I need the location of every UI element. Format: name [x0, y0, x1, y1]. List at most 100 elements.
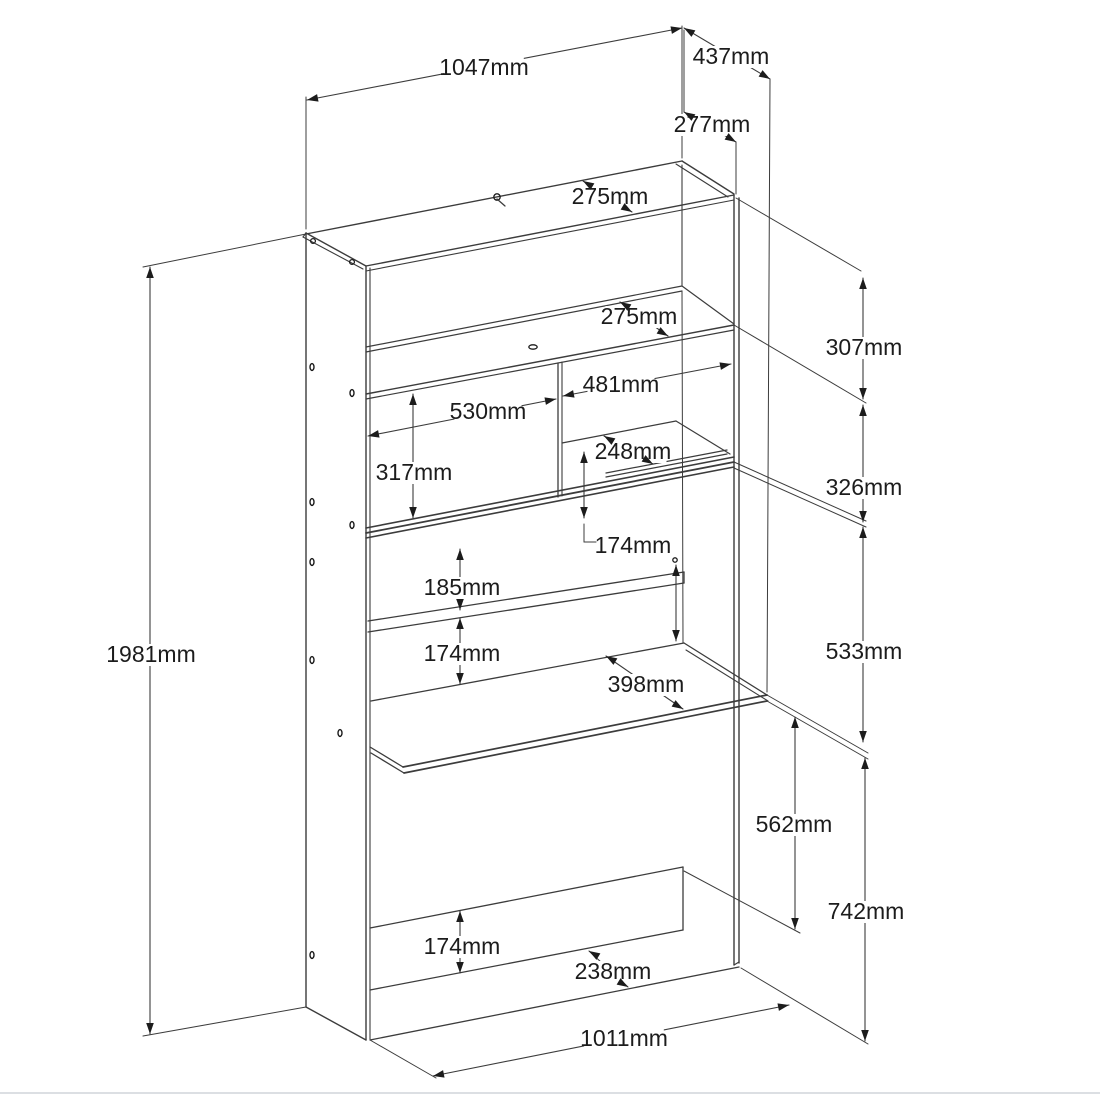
drawing-line — [683, 870, 801, 934]
shelf-pin-hole — [337, 728, 343, 738]
arrowhead — [456, 599, 464, 610]
dim-label-mid-shelf-to-shelf-b: 174mm — [595, 532, 672, 558]
dim-label-right-compartment-width: 481mm — [583, 371, 660, 397]
drawing-line — [365, 461, 735, 534]
drawing-line — [685, 649, 769, 702]
arrowhead — [859, 388, 867, 399]
label-mask — [830, 477, 898, 499]
drawing-line — [403, 700, 768, 774]
label-mask — [428, 643, 496, 665]
dimension-lines — [149, 27, 866, 1077]
arrowhead — [684, 28, 696, 37]
hardware-holes — [309, 193, 678, 960]
arrowhead — [583, 181, 595, 190]
arrowhead — [456, 549, 464, 560]
dim-label-overall-height: 1981mm — [106, 641, 195, 667]
drawing-line — [365, 456, 735, 529]
arrowhead — [758, 70, 770, 79]
arrowhead — [656, 327, 668, 336]
dim-label-plinth-depth: 238mm — [575, 958, 652, 984]
extension-lines — [142, 25, 869, 1079]
drawing-line — [605, 453, 728, 478]
drawing-line — [683, 642, 768, 696]
arrowhead — [409, 394, 417, 405]
drawing-line — [681, 285, 735, 325]
arrowhead — [859, 278, 867, 289]
arrowhead — [544, 397, 556, 405]
dim-label-shelf-b-to-rail: 185mm — [424, 574, 501, 600]
cam-lock-icon — [672, 557, 678, 563]
furniture-structure-lines — [302, 160, 769, 1041]
dim-label-top-section-depth-outer: 277mm — [674, 111, 751, 137]
label-backgrounds — [111, 46, 900, 1050]
arrowhead — [307, 94, 319, 102]
label-mask — [599, 535, 667, 557]
drawing-line — [370, 752, 405, 774]
dim-label-mid-shelf-depth: 248mm — [595, 438, 672, 464]
label-mask — [584, 1028, 664, 1050]
drawing-line — [370, 642, 685, 702]
arrowhead — [859, 527, 867, 538]
arrowhead — [671, 700, 683, 709]
shelf-pin-hole — [349, 388, 355, 398]
drawing-line — [766, 78, 771, 693]
drawing-line — [142, 233, 307, 268]
shelf-pin-hole — [309, 362, 315, 372]
cam-lock-icon — [493, 193, 501, 201]
drawing-line — [365, 290, 683, 353]
label-mask — [697, 46, 765, 68]
dim-label-top-to-shelf-a: 307mm — [826, 334, 903, 360]
drawing-line — [369, 746, 404, 768]
arrowhead — [672, 565, 680, 576]
dimension-labels: 1047mm 437mm 277mm 275mm 275mm 307mm 326… — [106, 43, 904, 1051]
drawing-line — [740, 967, 869, 1045]
drawing-line — [735, 197, 862, 272]
arrowhead — [861, 1030, 869, 1041]
dim-label-shelf-a-to-shelf-b-clear: 317mm — [376, 459, 453, 485]
drawing-line — [365, 194, 735, 267]
drawing-line — [675, 163, 729, 198]
arrowhead — [146, 1023, 154, 1034]
drawing-line — [365, 199, 735, 272]
shelf-hole — [528, 344, 538, 350]
label-mask — [428, 936, 496, 958]
arrowhead — [859, 731, 867, 742]
drawing-line — [733, 467, 867, 528]
drawing-line — [369, 929, 684, 991]
dim-label-top-panel-depth: 275mm — [572, 183, 649, 209]
label-mask — [832, 901, 900, 923]
arrowhead — [616, 978, 628, 987]
drawing-line — [365, 324, 735, 395]
arrowhead — [719, 362, 731, 370]
arrowhead — [670, 26, 682, 34]
drawing-line — [369, 1039, 437, 1079]
arrowhead — [563, 390, 575, 398]
dim-label-desk-height: 742mm — [828, 898, 905, 924]
label-mask — [830, 337, 898, 359]
arrowhead — [684, 112, 696, 121]
drawing-line — [365, 285, 683, 348]
drawing-line — [367, 571, 685, 622]
dimension-arrowheads — [146, 26, 869, 1078]
dim-label-shelf-a-depth: 275mm — [601, 303, 678, 329]
arrowhead — [604, 436, 616, 445]
arrowhead — [456, 911, 464, 922]
label-mask — [579, 961, 647, 983]
label-mask — [605, 306, 673, 328]
arrowhead — [777, 1003, 789, 1011]
drawing-line — [369, 966, 740, 1041]
shelf-pin-hole — [309, 950, 315, 960]
arrowhead — [859, 511, 867, 522]
arrowhead — [146, 267, 154, 278]
arrowhead — [580, 507, 588, 518]
arrowhead — [606, 656, 618, 665]
label-mask — [678, 114, 746, 136]
label-mask — [111, 644, 191, 666]
arrowhead — [368, 430, 380, 438]
drawing-line — [675, 420, 731, 455]
dim-label-shelf-b-to-desk: 533mm — [826, 638, 903, 664]
drawing-line — [367, 582, 685, 633]
shelf-pin-hole — [309, 557, 315, 567]
